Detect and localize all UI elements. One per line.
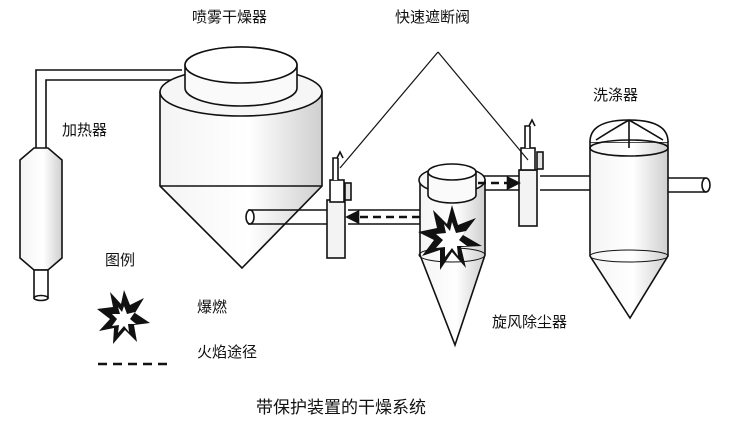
fast-valve-1	[326, 150, 352, 259]
valve-callout-lines	[339, 51, 529, 169]
heater-to-dryer-pipe	[35, 69, 182, 148]
legend-explosion-icon	[97, 290, 150, 344]
scrubber	[589, 119, 669, 320]
flame-path-1	[345, 209, 420, 225]
diagram-caption: 带保护装置的干燥系统	[256, 398, 426, 418]
heater	[19, 147, 63, 302]
fast-valve-2	[518, 118, 544, 227]
legend-flame-path-label: 火焰途径	[197, 343, 258, 361]
scrubber-label: 洗涤器	[593, 86, 639, 104]
legend-explosion-label: 爆燃	[197, 298, 228, 316]
dryer-to-valve-pipe	[245, 209, 328, 225]
explosion-icon	[418, 205, 482, 270]
valve-to-cyclone-pipe	[348, 209, 420, 225]
cyclone-label: 旋风除尘器	[492, 313, 568, 331]
heater-label: 加热器	[62, 121, 108, 139]
spray-dryer-label: 喷雾干燥器	[192, 8, 268, 26]
valve-to-scrubber-pipe	[540, 175, 594, 191]
legend-title: 图例	[105, 251, 136, 269]
cyclone	[418, 163, 486, 348]
scrubber-outlet-pipe	[668, 177, 711, 193]
flame-path-2	[478, 175, 521, 191]
spray-dryer	[159, 46, 323, 270]
fast-valve-label: 快速遮断阀	[395, 8, 471, 26]
